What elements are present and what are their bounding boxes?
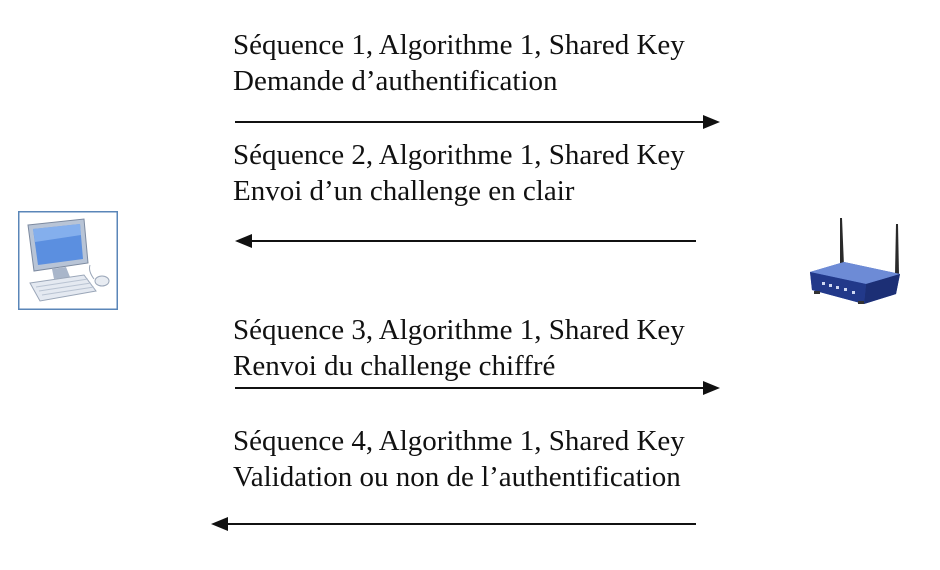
arrow-step-2-head xyxy=(235,234,252,248)
step-3-text: Séquence 3, Algorithme 1, Shared Key Ren… xyxy=(233,312,685,384)
arrow-step-2 xyxy=(235,234,696,248)
computer-icon xyxy=(18,211,118,310)
step-2-text: Séquence 2, Algorithme 1, Shared Key Env… xyxy=(233,137,685,209)
step-1-text: Séquence 1, Algorithme 1, Shared Key Dem… xyxy=(233,27,685,99)
step-4-text: Séquence 4, Algorithme 1, Shared Key Val… xyxy=(233,423,685,495)
arrow-step-1 xyxy=(235,115,720,129)
step-2-sequence-label: Séquence 2, Algorithme 1, Shared Key xyxy=(233,139,685,171)
arrow-step-4 xyxy=(211,517,696,531)
step-3-sequence-label: Séquence 3, Algorithme 1, Shared Key xyxy=(233,314,685,346)
step-4-sequence-label: Séquence 4, Algorithme 1, Shared Key xyxy=(233,425,685,457)
arrow-step-4-head xyxy=(211,517,228,531)
arrow-step-3 xyxy=(235,381,720,395)
step-1-sequence-label: Séquence 1, Algorithme 1, Shared Key xyxy=(233,29,685,61)
arrow-step-1-head xyxy=(703,115,720,129)
step-3-description: Renvoi du challenge chiffré xyxy=(233,350,556,382)
wireless-router-icon xyxy=(810,218,900,304)
arrow-step-3-head xyxy=(703,381,720,395)
step-4-description: Validation ou non de l’authentification xyxy=(233,461,681,493)
step-2-description: Envoi d’un challenge en clair xyxy=(233,175,575,207)
step-1-description: Demande d’authentification xyxy=(233,65,558,97)
